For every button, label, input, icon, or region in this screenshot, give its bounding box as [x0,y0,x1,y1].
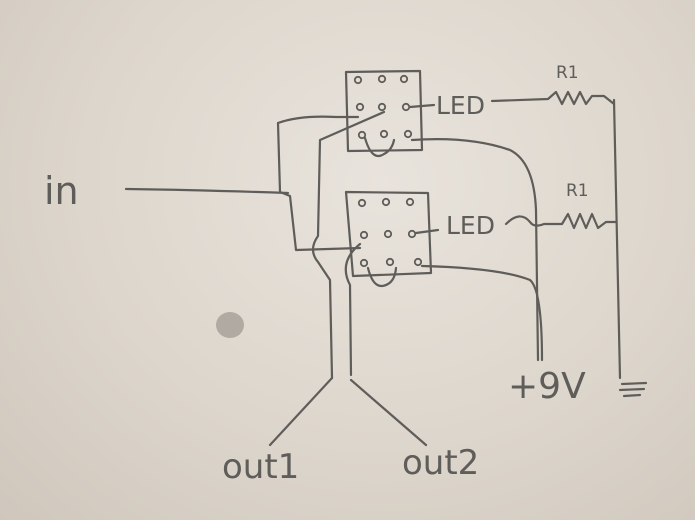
input-wiring [124,115,362,252]
resistor-bottom-symbol [504,212,618,230]
ground-bar-3 [622,393,642,398]
bottom-relay-to-supply [420,264,544,362]
led-bottom-label: LED [446,211,495,240]
relay-bottom-jumper [366,266,398,288]
resistor-bottom-label: R1 [566,181,589,201]
relay-bottom-pins [357,197,423,268]
output-2-label: out2 [402,443,479,483]
ground-bar-1 [620,381,648,386]
ground-rail [612,98,648,398]
led-top-lead [408,103,436,109]
top-relay-to-out [311,110,386,380]
relay-top-jumper [363,136,396,158]
bottom-relay-to-out [344,242,362,377]
relay-top-pins [353,74,413,140]
led-branch-bottom [414,212,618,235]
relay-top-body [344,69,424,153]
relay-bottom [344,190,433,288]
led-bottom-lead [414,228,440,235]
output-1-label: out1 [222,447,299,487]
input-label: in [44,169,79,213]
out1-lead [268,376,334,447]
resistor-top-label: R1 [556,63,579,83]
led-branch-top [408,90,616,109]
input-trunk [276,121,362,252]
input-wire [124,187,290,195]
output-wiring [268,110,428,447]
ground-bar-2 [618,387,646,392]
supply-rail [410,138,544,362]
top-relay-to-supply [410,138,540,362]
led-top-label: LED [436,91,485,120]
paper-smudge [216,312,244,338]
out2-lead [349,378,428,447]
ground-rail-wire [612,98,622,380]
resistor-top-symbol [490,90,616,106]
supply-label: +9V [508,366,586,407]
relay-top [344,69,424,158]
input-to-top-relay [276,115,360,125]
